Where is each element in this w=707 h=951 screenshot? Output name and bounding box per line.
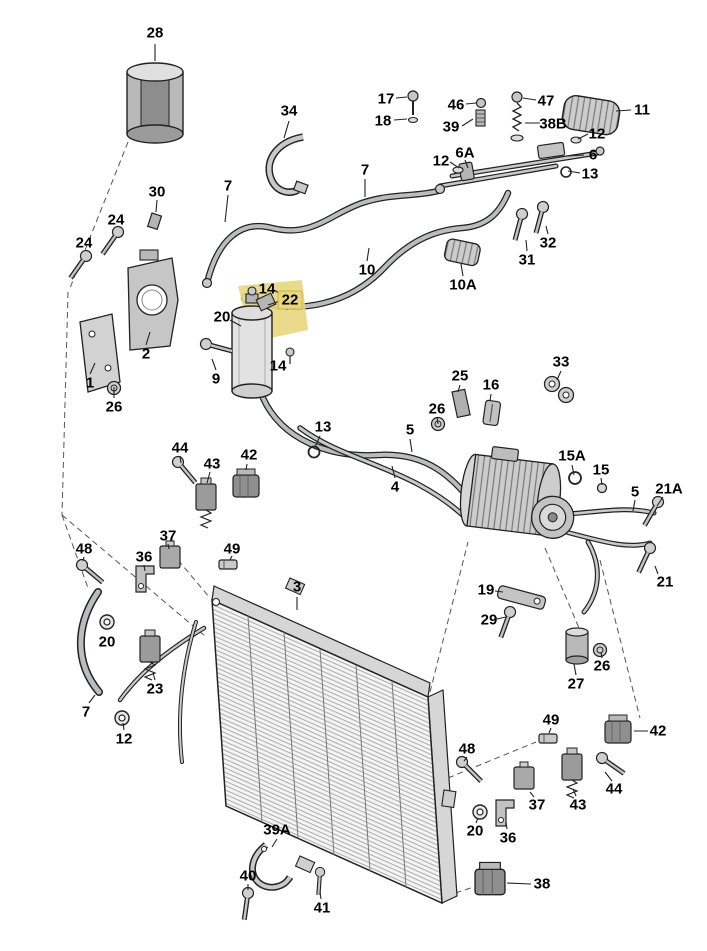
callout-33[interactable]: 33 bbox=[552, 353, 570, 371]
callout-42[interactable]: 42 bbox=[649, 722, 667, 740]
callout-43[interactable]: 43 bbox=[569, 796, 587, 814]
callout-11[interactable]: 11 bbox=[634, 101, 650, 119]
mounting-plate-drawing bbox=[79, 313, 121, 393]
refrigerant-hoses bbox=[76, 150, 657, 764]
receiver-drier-drawing bbox=[231, 280, 308, 399]
callout-48[interactable]: 48 bbox=[75, 540, 93, 558]
ring-fittings bbox=[307, 445, 608, 494]
bracket-19-drawing bbox=[496, 585, 547, 610]
callout-3[interactable]: 3 bbox=[292, 578, 302, 596]
callout-34[interactable]: 34 bbox=[280, 102, 298, 120]
callout-43[interactable]: 43 bbox=[203, 455, 221, 473]
callout-16[interactable]: 16 bbox=[482, 376, 500, 394]
callout-5[interactable]: 5 bbox=[630, 483, 640, 501]
callout-39A[interactable]: 39A bbox=[263, 821, 291, 839]
callout-19[interactable]: 19 bbox=[477, 581, 495, 599]
callout-38[interactable]: 38 bbox=[533, 875, 551, 893]
callout-37[interactable]: 37 bbox=[528, 796, 546, 814]
callout-25[interactable]: 25 bbox=[451, 367, 469, 385]
callout-6[interactable]: 6 bbox=[588, 146, 598, 164]
condenser-drawing bbox=[211, 577, 458, 905]
clamp-16-drawing bbox=[482, 399, 502, 427]
callout-29[interactable]: 29 bbox=[480, 611, 498, 629]
callout-41[interactable]: 41 bbox=[313, 899, 331, 917]
callout-7[interactable]: 7 bbox=[360, 161, 370, 179]
callout-5[interactable]: 5 bbox=[405, 421, 415, 439]
muffler-drawing bbox=[126, 62, 184, 144]
callout-13[interactable]: 13 bbox=[314, 418, 332, 436]
ribbed-sleeve-drawing bbox=[561, 95, 621, 136]
strap-39a-drawing bbox=[248, 842, 294, 891]
mounting-bracket-drawing bbox=[127, 249, 179, 351]
callout-15A[interactable]: 15A bbox=[558, 447, 586, 465]
callout-21A[interactable]: 21A bbox=[655, 480, 683, 498]
callout-7[interactable]: 7 bbox=[223, 177, 233, 195]
callout-46[interactable]: 46 bbox=[447, 96, 465, 114]
callout-20[interactable]: 20 bbox=[98, 633, 116, 651]
callout-38B[interactable]: 38B bbox=[539, 115, 567, 133]
callout-49[interactable]: 49 bbox=[223, 540, 241, 558]
callout-36[interactable]: 36 bbox=[499, 829, 517, 847]
callout-20[interactable]: 20 bbox=[466, 822, 484, 840]
callout-1[interactable]: 1 bbox=[85, 374, 95, 392]
callout-17[interactable]: 17 bbox=[377, 90, 395, 108]
callout-4[interactable]: 4 bbox=[390, 478, 400, 496]
callout-27[interactable]: 27 bbox=[567, 675, 585, 693]
callout-7[interactable]: 7 bbox=[81, 703, 91, 721]
damper-27-drawing bbox=[565, 627, 589, 665]
callout-21[interactable]: 21 bbox=[656, 573, 674, 591]
callout-39[interactable]: 39 bbox=[442, 118, 460, 136]
callout-10A[interactable]: 10A bbox=[449, 276, 477, 294]
callout-26[interactable]: 26 bbox=[428, 400, 446, 418]
callout-31[interactable]: 31 bbox=[518, 251, 536, 269]
callout-23[interactable]: 23 bbox=[146, 680, 164, 698]
callout-48[interactable]: 48 bbox=[458, 740, 476, 758]
callout-22[interactable]: 22 bbox=[277, 290, 303, 310]
callout-12[interactable]: 12 bbox=[588, 125, 606, 143]
callout-14[interactable]: 14 bbox=[258, 280, 276, 298]
callout-20[interactable]: 20 bbox=[213, 308, 231, 326]
callout-47[interactable]: 47 bbox=[537, 92, 555, 110]
callout-12[interactable]: 12 bbox=[115, 730, 133, 748]
callout-36[interactable]: 36 bbox=[135, 548, 153, 566]
callout-44[interactable]: 44 bbox=[605, 780, 623, 798]
callout-28[interactable]: 28 bbox=[146, 24, 164, 42]
callout-9[interactable]: 9 bbox=[211, 370, 221, 388]
callout-24[interactable]: 24 bbox=[75, 234, 93, 252]
callout-15[interactable]: 15 bbox=[592, 461, 610, 479]
ribbed-clamp-10a bbox=[443, 238, 481, 267]
compressor-drawing bbox=[459, 446, 575, 539]
callout-42[interactable]: 42 bbox=[240, 446, 258, 464]
callout-14[interactable]: 14 bbox=[269, 357, 287, 375]
callout-40[interactable]: 40 bbox=[239, 867, 257, 885]
spacer-30-drawing bbox=[146, 212, 163, 231]
callout-37[interactable]: 37 bbox=[159, 527, 177, 545]
callout-32[interactable]: 32 bbox=[539, 234, 557, 252]
clamp-drawing bbox=[265, 133, 309, 196]
service-valve-hardware bbox=[407, 90, 524, 142]
link-33-drawing bbox=[543, 375, 575, 404]
callout-13[interactable]: 13 bbox=[581, 165, 599, 183]
callout-30[interactable]: 30 bbox=[148, 183, 166, 201]
callout-10[interactable]: 10 bbox=[358, 261, 376, 279]
callout-49[interactable]: 49 bbox=[542, 711, 560, 729]
callout-26[interactable]: 26 bbox=[593, 657, 611, 675]
callout-44[interactable]: 44 bbox=[171, 439, 189, 457]
callout-18[interactable]: 18 bbox=[374, 112, 392, 130]
callout-2[interactable]: 2 bbox=[141, 345, 151, 363]
leader-lines bbox=[82, 44, 664, 900]
callout-12[interactable]: 12 bbox=[432, 152, 450, 170]
callout-26[interactable]: 26 bbox=[105, 398, 123, 416]
callout-24[interactable]: 24 bbox=[107, 211, 125, 229]
callout-6A[interactable]: 6A bbox=[455, 144, 475, 162]
